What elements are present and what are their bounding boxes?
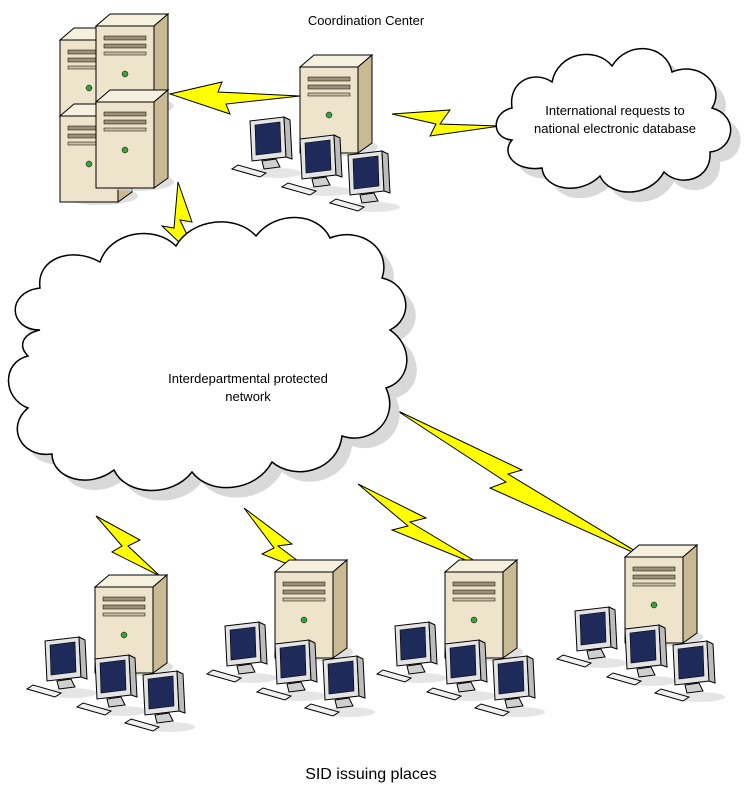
link-network-to-sid3 xyxy=(357,483,491,571)
coordination-center-label: Coordination Center xyxy=(308,13,425,28)
sid-workstation-icon-2 xyxy=(207,560,375,717)
international-label-line2: national electronic database xyxy=(534,121,696,136)
sid-issuing-places-label: SID issuing places xyxy=(305,766,437,783)
network-label-line2: network xyxy=(225,389,271,404)
sid-workstation-icon-1 xyxy=(27,575,195,732)
sid-workstation-icon-4 xyxy=(557,545,725,702)
network-cloud-icon xyxy=(7,216,417,501)
central-server-stack xyxy=(59,13,175,206)
coordination-workstation-icon xyxy=(232,55,400,212)
server-tower-icon xyxy=(95,89,175,192)
link-coordination-to-international xyxy=(391,109,501,137)
international-cloud-icon xyxy=(495,48,741,203)
international-label-line1: International requests to xyxy=(545,103,684,118)
link-network-to-sid1 xyxy=(95,515,161,577)
sid-workstation-icon-3 xyxy=(377,560,545,717)
network-label-line1: Interdepartmental protected xyxy=(168,371,328,386)
link-server-to-coordination xyxy=(168,81,301,115)
